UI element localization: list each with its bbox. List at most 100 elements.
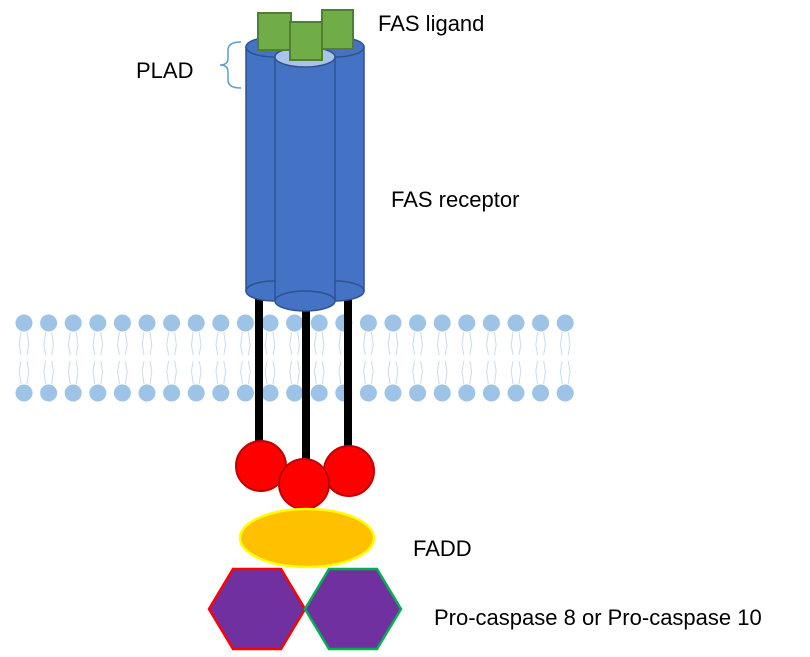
procaspase-hexagon-left — [207, 567, 307, 651]
lipid-tail — [338, 360, 342, 385]
lipid-tail — [535, 331, 539, 356]
procaspase-hexagon-right — [303, 567, 403, 651]
lipid-tail — [461, 360, 465, 385]
lipid-tail — [18, 360, 22, 385]
lipid-head — [64, 314, 82, 332]
lipid-tail — [198, 331, 202, 356]
lipid-tail — [75, 331, 79, 356]
lipid-tail — [215, 331, 219, 356]
lipid-tail — [543, 331, 546, 356]
lipid-tail — [395, 331, 399, 356]
fas-receptor — [245, 36, 365, 312]
lipid-tail — [51, 331, 54, 356]
lipid-head — [261, 384, 279, 402]
lipid-tail — [124, 360, 128, 385]
lipid-tail — [387, 360, 391, 385]
lipid-tail — [321, 331, 325, 356]
lipid-tail — [567, 331, 571, 356]
lipid-head — [138, 384, 156, 402]
lipid-tail — [436, 360, 440, 385]
lipid-tail — [75, 360, 79, 385]
lipid-head — [507, 384, 525, 402]
lipid-tail — [215, 360, 219, 385]
lipid-tail — [174, 360, 177, 385]
lipid-tail — [247, 360, 251, 385]
lipid-tail — [92, 331, 96, 356]
ligand-square-left — [257, 12, 292, 51]
lipid-tail — [493, 331, 497, 356]
lipid-tail — [412, 360, 416, 385]
lipid-tail — [493, 360, 497, 385]
lipid-tail — [124, 331, 128, 356]
lipid-head — [482, 384, 500, 402]
lipid-tail — [43, 360, 47, 385]
lipid-tail — [363, 331, 366, 356]
lipid-heads-outer — [15, 314, 574, 332]
lipid-tail — [100, 331, 104, 356]
lipid-head — [163, 384, 181, 402]
lipid-head — [286, 384, 304, 402]
lipid-head — [556, 314, 574, 332]
lipid-tail — [289, 331, 293, 356]
lipid-tail — [395, 360, 399, 385]
lipid-tails — [18, 331, 571, 385]
ligand-square-middle — [289, 21, 323, 61]
fas-ligand — [257, 9, 354, 61]
lipid-tail — [198, 360, 202, 385]
lipid-tail — [117, 331, 120, 356]
death-domains — [235, 440, 375, 510]
lipid-tail — [67, 331, 71, 356]
lipid-tail — [141, 331, 145, 356]
death-domain-right — [323, 445, 375, 497]
lipid-tail — [264, 331, 268, 356]
lipid-head — [310, 314, 328, 332]
label-fadd: FADD — [413, 536, 472, 561]
lipid-head — [89, 314, 107, 332]
lipid-head — [556, 384, 574, 402]
lipid-tail — [18, 331, 22, 356]
label-fas-ligand: FAS ligand — [378, 11, 484, 36]
lipid-tail — [26, 360, 30, 385]
lipid-head — [359, 314, 377, 332]
lipid-head — [433, 384, 451, 402]
lipid-tail — [26, 331, 30, 356]
lipid-tail — [469, 360, 473, 385]
lipid-head — [113, 384, 131, 402]
lipid-tail — [387, 331, 391, 356]
lipid-tail — [559, 360, 563, 385]
lipid-head — [64, 384, 82, 402]
lipid-head — [113, 314, 131, 332]
lipid-head — [261, 314, 279, 332]
lipid-tail — [67, 360, 71, 385]
lipid-tail — [174, 331, 177, 356]
lipid-tail — [559, 331, 563, 356]
death-domain-middle — [278, 458, 330, 510]
lipid-head — [507, 314, 525, 332]
lipid-tail — [338, 331, 342, 356]
lipid-tail — [486, 360, 489, 385]
lipid-tail — [149, 331, 153, 356]
lipid-head — [433, 314, 451, 332]
lipid-tail — [223, 360, 227, 385]
lipid-tail — [510, 360, 514, 385]
lipid-tail — [469, 331, 473, 356]
lipid-tail — [461, 331, 465, 356]
lipid-tail — [370, 331, 374, 356]
lipid-head — [40, 384, 58, 402]
lipid-head — [359, 384, 377, 402]
lipid-head — [89, 384, 107, 402]
lipid-tail — [412, 331, 416, 356]
lipid-head — [138, 314, 156, 332]
lipid-tail — [370, 360, 374, 385]
fadd-ellipse — [238, 507, 376, 569]
lipid-tail — [166, 360, 170, 385]
lipid-tail — [420, 331, 423, 356]
lipid-tail — [444, 331, 448, 356]
lipid-head — [40, 314, 58, 332]
lipid-head — [384, 384, 402, 402]
label-plad: PLAD — [136, 58, 193, 83]
label-procaspase: Pro-caspase 8 or Pro-caspase 10 — [434, 605, 762, 630]
lipid-tail — [190, 360, 194, 385]
lipid-head — [187, 384, 205, 402]
